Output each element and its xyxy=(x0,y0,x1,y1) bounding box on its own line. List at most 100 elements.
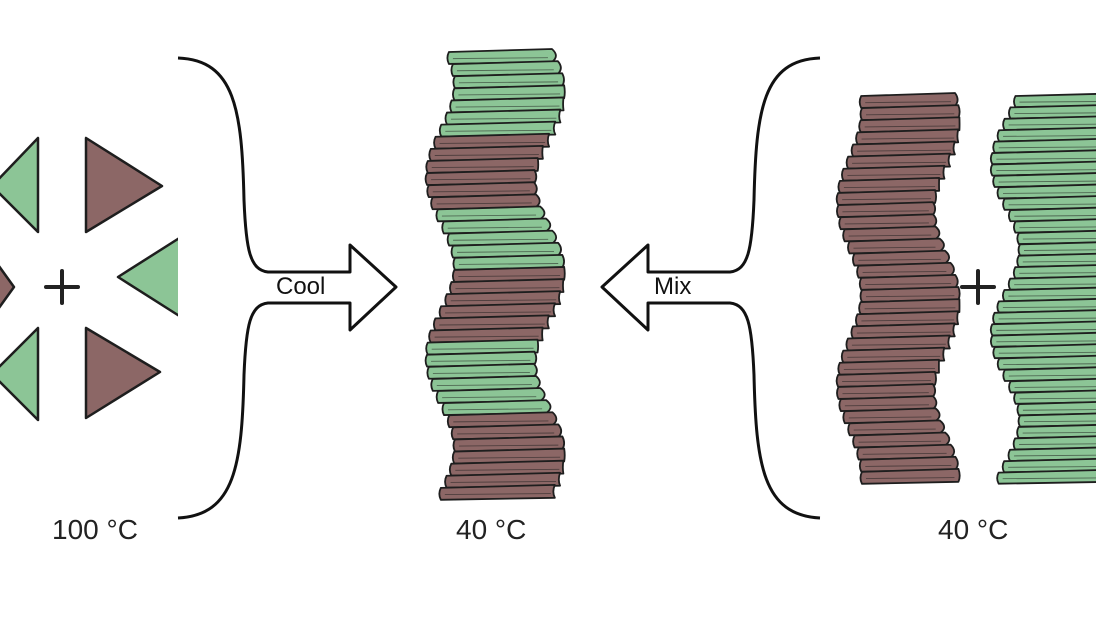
green-stacked-plate xyxy=(1007,275,1096,291)
plate-edge-line xyxy=(843,367,935,370)
plate-edge-line xyxy=(1008,374,1096,377)
plate-edge-line xyxy=(865,283,952,285)
plate-edge-line xyxy=(450,299,557,302)
plate-edge-line xyxy=(445,129,552,132)
plate-edge-line xyxy=(431,178,531,181)
plate-edge-line xyxy=(431,166,534,169)
plate-edge-line xyxy=(842,198,932,201)
brown-stacked-plate xyxy=(859,467,961,485)
brown-stacked-plate xyxy=(835,370,937,388)
plate-edge-line xyxy=(858,258,941,261)
green-stacked-plate xyxy=(449,96,565,114)
plate-edge-line xyxy=(1019,101,1096,103)
plate-edge-line xyxy=(1022,260,1096,263)
green-stacked-plate xyxy=(1013,218,1096,234)
green-stacked-plate xyxy=(996,469,1096,485)
green-stacked-plate xyxy=(1001,457,1096,474)
green-stacked-plate xyxy=(1008,377,1096,394)
plate-edge-line xyxy=(996,157,1096,160)
brown-stacked-plate xyxy=(837,358,940,376)
plate-edge-line xyxy=(857,149,951,152)
brown-stacked-plate xyxy=(433,132,550,150)
plate-edge-line xyxy=(847,173,941,176)
green-stacked-plate xyxy=(1012,435,1096,451)
plate-edge-line xyxy=(842,210,929,213)
brown-stacked-plate xyxy=(858,116,961,134)
plate-edge-line xyxy=(439,141,546,144)
plate-edge-line xyxy=(865,295,955,298)
plate-edge-line xyxy=(998,146,1096,149)
plate-edge-line xyxy=(431,347,534,350)
brown-stacked-plate xyxy=(438,302,556,320)
plate-edge-line xyxy=(1019,443,1096,445)
cool-label: Cool xyxy=(276,273,326,300)
plate-edge-line xyxy=(853,246,936,249)
plate-edge-line xyxy=(998,351,1096,354)
plate-edge-line xyxy=(842,392,929,395)
plate-edge-line xyxy=(1008,123,1096,126)
plate-edge-line xyxy=(455,468,560,471)
plate-edge-line xyxy=(842,380,931,382)
green-stacked-plate xyxy=(1002,366,1096,382)
plate-edge-line xyxy=(453,420,549,423)
plate-edge-line xyxy=(1013,454,1096,457)
green-stacked-plate xyxy=(996,183,1096,200)
plate-edge-line xyxy=(1008,466,1096,468)
plate-edge-line xyxy=(436,202,532,205)
plate-edge-line xyxy=(458,93,561,96)
plate-edge-line xyxy=(1002,477,1096,480)
plate-edge-line xyxy=(447,226,542,229)
plate-edge-line xyxy=(996,340,1096,343)
brown-stacked-plate xyxy=(855,128,960,146)
plate-edge-line xyxy=(844,404,929,407)
plate-edge-line xyxy=(450,480,557,483)
plate-edge-line xyxy=(436,384,532,387)
plate-edge-line xyxy=(450,117,557,120)
brown-stacked-plate xyxy=(845,152,951,170)
green-stacked-plate xyxy=(992,138,1096,154)
plate-edge-line xyxy=(453,238,549,241)
plate-edge-line xyxy=(441,214,537,217)
green-stacked-plate xyxy=(1012,264,1096,280)
green-stacked-plate xyxy=(1002,195,1096,211)
brown-stacked-plate xyxy=(841,164,946,182)
plate-edge-line xyxy=(457,432,555,435)
plate-edge-line xyxy=(458,456,561,459)
plate-edge-line xyxy=(1014,386,1096,388)
plate-edge-line xyxy=(858,440,942,443)
plate-edge-line xyxy=(998,180,1096,183)
plate-edge-line xyxy=(844,222,929,225)
plate-edge-line xyxy=(865,113,955,116)
green-stacked-plate xyxy=(992,343,1096,360)
plate-edge-line xyxy=(1022,431,1096,434)
brown-stacked-plate xyxy=(858,298,961,315)
plate-edge-line xyxy=(458,444,559,447)
brown-stacked-plate xyxy=(428,326,544,344)
green-stacked-plate xyxy=(1016,229,1096,245)
green-stacked-plate xyxy=(1017,241,1096,257)
brown-stacked-plate xyxy=(428,144,544,162)
brown-stacked-plate xyxy=(835,189,937,206)
brown-stacked-plate xyxy=(438,483,556,501)
green-stacked-plate xyxy=(989,320,1096,337)
brown-stacked-plate xyxy=(448,459,565,477)
plate-edge-line xyxy=(864,125,956,128)
plate-edge-line xyxy=(851,343,946,346)
green-stacked-plate xyxy=(1002,115,1096,131)
plate-edge-line xyxy=(843,186,936,188)
brown-stacked-plate xyxy=(444,290,562,307)
brown-stacked-plate xyxy=(845,334,951,352)
plate-edge-line xyxy=(1019,397,1096,400)
center-temperature-label: 40 °C xyxy=(456,514,527,545)
cool-bracket-arrow xyxy=(177,56,398,520)
brown-stacked-plate xyxy=(837,176,941,194)
brown-stacked-plate xyxy=(855,310,960,328)
plate-edge-line xyxy=(432,190,530,193)
green-stacked-plate xyxy=(425,338,540,356)
plate-edge-line xyxy=(1003,363,1096,366)
brown-helical-stack xyxy=(835,92,961,485)
plate-edge-line xyxy=(865,101,952,104)
mix-bracket-arrow xyxy=(600,56,821,520)
plate-edge-line xyxy=(1003,192,1096,194)
plate-edge-line xyxy=(432,372,530,374)
